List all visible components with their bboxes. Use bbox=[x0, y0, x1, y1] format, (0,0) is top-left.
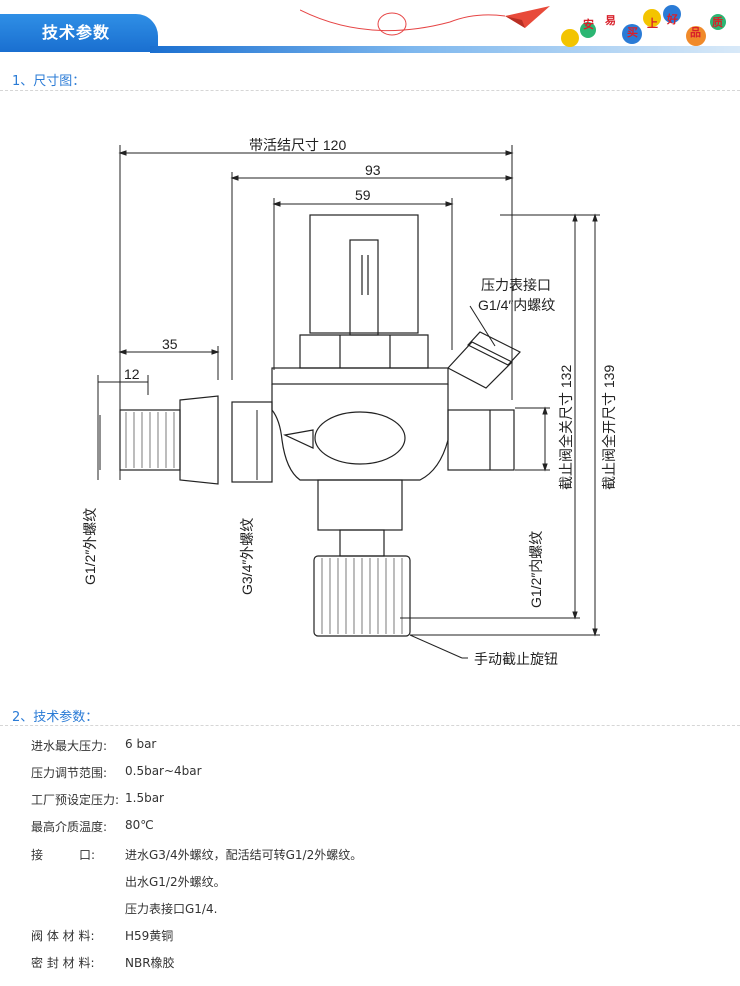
dimension-drawing: 带活结尺寸 120 93 59 35 12 压力表接口 G1/4″内螺纹 手动截… bbox=[82, 137, 617, 667]
section-header: 技术参数 安 易 买 上 好 品 质 bbox=[0, 0, 740, 56]
inlet-mid-thread-label: G3/4″外螺纹 bbox=[239, 518, 255, 595]
param-value: 80℃ bbox=[125, 818, 154, 832]
header-decoration: 安 易 买 上 好 品 质 bbox=[300, 5, 726, 47]
header-tab-title: 技术参数 bbox=[0, 14, 158, 52]
inlet-left-thread-label: G1/2″外螺纹 bbox=[82, 508, 98, 585]
knob-leader-line bbox=[409, 634, 463, 659]
dim-12-label: 12 bbox=[124, 366, 140, 382]
param-label: 接 口: bbox=[31, 848, 96, 862]
param-label: 密 封 材 料: bbox=[31, 956, 95, 970]
param-label: 工厂预设定压力: bbox=[31, 793, 120, 807]
param-label: 最高介质温度: bbox=[31, 820, 108, 834]
slogan-char: 买 bbox=[627, 26, 638, 39]
param-value: 0.5bar~4bar bbox=[125, 764, 202, 778]
param-label: 进水最大压力: bbox=[31, 739, 108, 753]
close-height-label: 截止阀全关尺寸 132 bbox=[558, 365, 574, 490]
gauge-port-label: 压力表接口 bbox=[481, 277, 551, 293]
slogan-char: 质 bbox=[712, 15, 723, 29]
divider bbox=[0, 725, 740, 726]
dim-93-label: 93 bbox=[365, 162, 381, 178]
slogan-char: 好 bbox=[666, 12, 678, 26]
valve-body bbox=[119, 214, 521, 637]
param-value: H59黄铜 bbox=[125, 929, 174, 943]
slogan-char: 品 bbox=[690, 26, 701, 39]
slogan-char: 上 bbox=[647, 16, 658, 30]
dim-59-label: 59 bbox=[355, 187, 371, 203]
param-value: 1.5bar bbox=[125, 791, 164, 805]
knob-label: 手动截止旋钮 bbox=[474, 651, 558, 667]
dim-120-label: 带活结尺寸 120 bbox=[249, 137, 346, 153]
paper-plane-icon bbox=[505, 6, 550, 28]
gauge-leader-line bbox=[469, 305, 496, 347]
section-title-dimensions: 1、尺寸图： bbox=[12, 74, 86, 89]
param-value: NBR橡胶 bbox=[125, 956, 175, 970]
param-value: 出水G1/2外螺纹。 bbox=[125, 875, 226, 889]
dim-35-label: 35 bbox=[162, 336, 178, 352]
param-label: 阀 体 材 料: bbox=[31, 929, 95, 943]
section-title-parameters: 2、技术参数： bbox=[12, 710, 99, 725]
param-value: 压力表接口G1/4. bbox=[125, 902, 218, 916]
dimension-lines bbox=[97, 145, 600, 637]
outlet-thread-label: G1/2″内螺纹 bbox=[528, 531, 544, 608]
param-value: 进水G3/4外螺纹，配活结可转G1/2外螺纹。 bbox=[125, 848, 363, 862]
param-value: 6 bar bbox=[125, 737, 157, 751]
slogan-char: 安 bbox=[583, 17, 594, 31]
open-height-label: 截止阀全开尺寸 139 bbox=[601, 365, 617, 490]
divider bbox=[0, 90, 740, 91]
slogan-char: 易 bbox=[605, 14, 616, 27]
header-stripe bbox=[150, 46, 740, 53]
param-label: 压力调节范围: bbox=[31, 766, 108, 780]
gauge-port-thread-label: G1/4″内螺纹 bbox=[478, 297, 555, 313]
